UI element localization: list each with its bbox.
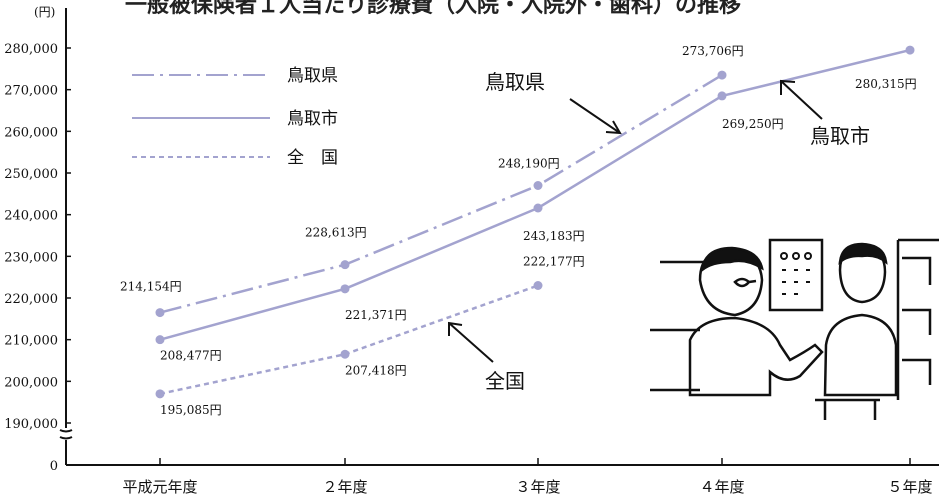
y-tick-label: 240,000	[4, 209, 58, 224]
y-tick-label: 250,000	[4, 167, 58, 182]
data-point	[717, 70, 727, 80]
x-tick-label: 平成元年度	[122, 478, 197, 496]
patient-hair	[838, 242, 888, 266]
x-tick-label: ３年度	[515, 478, 560, 496]
y-tick-label: 190,000	[4, 417, 58, 432]
patient-figure	[823, 244, 898, 397]
data-label: 269,250円	[722, 117, 784, 131]
data-point	[905, 45, 915, 55]
data-label: 222,177円	[523, 255, 585, 269]
y-tick-label: 230,000	[4, 250, 58, 265]
annotation-tottori-city: 鳥取市	[810, 124, 870, 148]
data-label: 214,154円	[120, 280, 182, 294]
y-tick-label: 200,000	[4, 375, 58, 390]
exam-wall-line	[650, 260, 725, 392]
legend-label-tottori-pref: 鳥取県	[287, 66, 338, 86]
data-point	[155, 335, 165, 345]
axes: (円)	[34, 5, 939, 466]
data-point	[155, 308, 165, 318]
data-label: 273,706円	[682, 44, 744, 58]
data-point	[340, 284, 350, 294]
eye-chart	[768, 238, 824, 312]
data-label: 195,085円	[160, 403, 222, 417]
series-line	[159, 284, 539, 396]
y-tick-label: 260,000	[4, 125, 58, 140]
cabinet	[896, 238, 939, 400]
tick-layer: 280,000 270,000 260,000 250,000 240,000 230,0…	[4, 42, 932, 496]
doctor-patient-illustration	[650, 238, 939, 420]
doctor-hair	[700, 246, 764, 273]
data-label-layer: 214,154円 228,613円 248,190円 273,706円 208,477円…	[120, 44, 917, 417]
title-layer: 一般被保険者１人当たり診療費（入院・入院外・歯科）の推移	[125, 0, 741, 18]
data-point	[533, 181, 543, 190]
annotation-arrow-tottori-pref	[569, 98, 622, 135]
legend-label-tottori-city: 鳥取市	[287, 109, 338, 129]
y-tick-label: 210,000	[4, 334, 58, 349]
data-point	[155, 389, 165, 399]
y-tick-label: 220,000	[4, 292, 58, 307]
y-tick-label: 270,000	[4, 84, 58, 99]
chart-title: 一般被保険者１人当たり診療費（入院・入院外・歯科）の推移	[125, 0, 741, 18]
doctor-glasses	[733, 277, 757, 288]
x-tick-label: ５年度	[887, 478, 932, 496]
data-label: 207,418円	[345, 363, 407, 377]
eye-chart-marks	[780, 252, 812, 295]
data-point	[533, 281, 543, 290]
y-tick-label: 0	[50, 459, 58, 474]
data-point	[340, 349, 350, 359]
data-point	[533, 203, 543, 213]
legend-label-national: 全 国	[287, 148, 338, 168]
data-label: 221,371円	[345, 308, 407, 322]
data-label: 208,477円	[160, 349, 222, 363]
data-label: 228,613円	[305, 226, 367, 240]
annotation-arrow-national	[448, 321, 494, 363]
y-axis	[59, 8, 73, 465]
data-label: 280,315円	[855, 77, 917, 91]
y-unit-label: (円)	[34, 5, 55, 19]
y-tick-label: 280,000	[4, 42, 58, 57]
x-tick-label: ２年度	[322, 478, 367, 496]
annotation-tottori-pref: 鳥取県	[485, 70, 545, 94]
data-point	[340, 260, 350, 270]
annotation-national: 全国	[485, 369, 525, 393]
data-label: 243,183円	[523, 229, 585, 243]
annotation-arrow-tottori-city	[780, 79, 823, 120]
annotations: 鳥取県 鳥取市 全国	[448, 70, 870, 393]
legend: 鳥取県 鳥取市 全 国	[132, 66, 338, 168]
data-point	[717, 91, 727, 101]
series-line	[159, 74, 723, 314]
data-label: 248,190円	[498, 157, 560, 171]
chair-base	[815, 398, 880, 420]
x-tick-label: ４年度	[699, 478, 744, 496]
